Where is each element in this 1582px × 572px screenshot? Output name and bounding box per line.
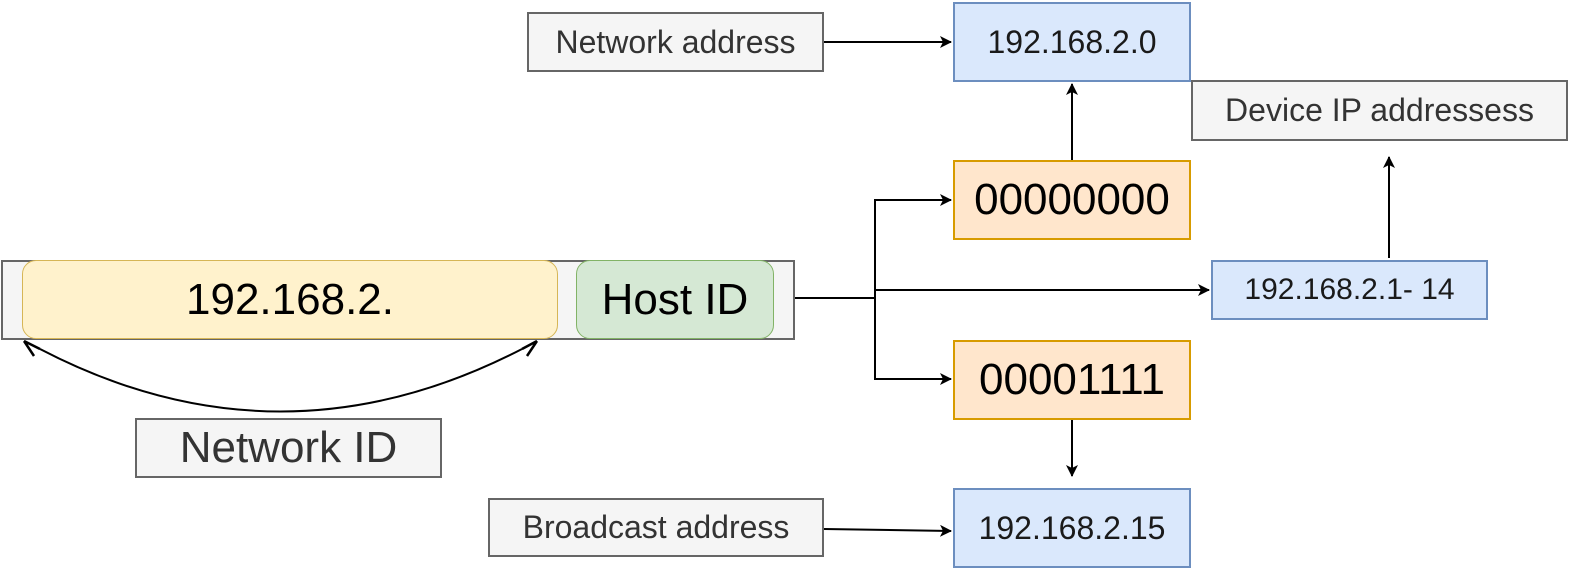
host-bits-all-zero-box: 00000000: [953, 160, 1191, 240]
network-id-span-left-head: [22, 339, 41, 357]
network-portion-box: 192.168.2.: [22, 260, 558, 339]
host-bits-broadcast-box: 00001111: [953, 340, 1191, 420]
broadcast-address-label: Broadcast address: [488, 498, 824, 557]
device-ip-range-box: 192.168.2.1- 14: [1211, 260, 1488, 320]
arrow-host-id-to-zero-bits: [874, 194, 952, 298]
arrow-broadcast-label-to-broadcast-address: [823, 524, 952, 537]
arrow-host-id-to-ones-bits: [874, 298, 952, 385]
network-id-span-curve: [39, 348, 523, 413]
host-id-box: Host ID: [576, 260, 774, 339]
network-id-label: Network ID: [135, 418, 442, 478]
broadcast-address-box: 192.168.2.15: [953, 488, 1191, 568]
network-address-label: Network address: [527, 12, 824, 72]
network-id-span-right-head: [521, 339, 539, 357]
network-address-box: 192.168.2.0: [953, 2, 1191, 82]
device-ip-addresses-label: Device IP addressess: [1191, 80, 1568, 141]
